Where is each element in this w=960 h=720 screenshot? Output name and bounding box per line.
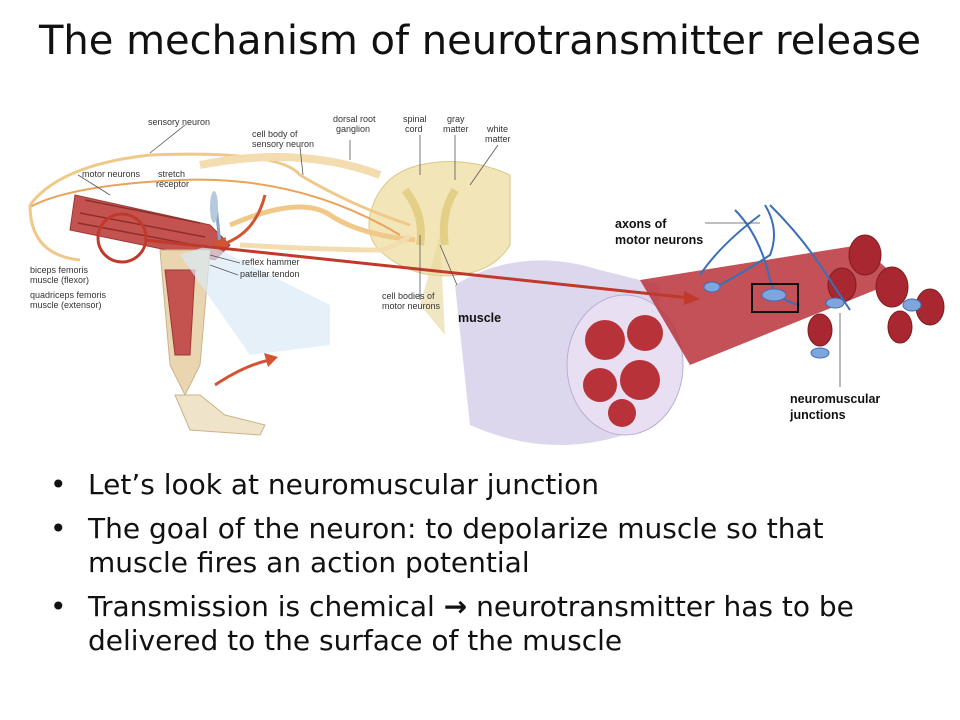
slide-title: The mechanism of neurotransmitter releas…	[38, 18, 922, 64]
bullet-item-1: Let’s look at neuromuscular junction	[46, 468, 926, 502]
reflex-hammer-icon	[210, 191, 222, 246]
motor-axons	[699, 204, 851, 311]
bullet-text-3a: Transmission is chemical	[88, 590, 444, 623]
label-nmj: neuromuscular	[790, 392, 880, 406]
label-cell-bodies-motor-2: motor neurons	[382, 301, 441, 311]
bullet-item-2: The goal of the neuron: to depolarize mu…	[46, 512, 926, 580]
right-arrow-icon: →	[443, 590, 468, 623]
bullet-item-3: Transmission is chemical → neurotransmit…	[46, 590, 926, 658]
bullet-text-2: The goal of the neuron: to depolarize mu…	[88, 512, 824, 579]
motion-arrows	[214, 194, 271, 387]
nerve-fibers	[28, 152, 416, 262]
label-muscle: muscle	[458, 311, 501, 325]
label-white-matter-2: matter	[485, 134, 511, 144]
label-reflex-hammer: reflex hammer	[242, 257, 300, 267]
reflex-arc-figure: sensory neuron cell body of sensory neur…	[0, 95, 960, 465]
spinal-cord-section	[368, 161, 511, 335]
label-quadriceps-femoris: quadriceps femoris	[30, 290, 107, 300]
label-cell-body-2: sensory neuron	[252, 139, 314, 149]
label-sensory-neuron: sensory neuron	[148, 117, 210, 127]
label-cell-bodies-motor: cell bodies of	[382, 291, 435, 301]
label-dorsal-root-2: ganglion	[336, 124, 370, 134]
label-biceps-femoris-2: muscle (flexor)	[30, 275, 89, 285]
label-patellar-tendon: patellar tendon	[240, 269, 300, 279]
leg-illustration	[69, 194, 330, 436]
label-white-matter: white	[486, 124, 508, 134]
connector-arrowhead	[684, 291, 700, 305]
label-gray-matter: gray	[447, 114, 465, 124]
label-spinal-cord: spinal	[403, 114, 427, 124]
muscle-bundle	[455, 234, 945, 445]
motion-arrowhead-2	[264, 353, 278, 367]
label-axons-motor-2: motor neurons	[615, 233, 703, 247]
label-stretch-receptor-2: receptor	[156, 179, 189, 189]
nmj-blobs	[703, 281, 922, 359]
label-quadriceps-femoris-2: muscle (extensor)	[30, 300, 102, 310]
label-gray-matter-2: matter	[443, 124, 469, 134]
bullet-text-1: Let’s look at neuromuscular junction	[88, 468, 600, 501]
label-nmj-2: junctions	[789, 408, 846, 422]
label-stretch-receptor: stretch	[158, 169, 185, 179]
leader-lines	[77, 124, 841, 387]
bullet-text-3b: neurotransmitter has to be delivered to …	[88, 590, 854, 657]
figure-svg: sensory neuron cell body of sensory neur…	[28, 114, 945, 445]
label-dorsal-root: dorsal root	[333, 114, 376, 124]
bullet-list: Let’s look at neuromuscular junction The…	[46, 468, 926, 668]
connector-line	[144, 238, 691, 300]
label-axons-motor: axons of	[615, 217, 667, 231]
label-biceps-femoris: biceps femoris	[30, 265, 89, 275]
label-cell-body: cell body of	[252, 129, 298, 139]
label-motor-neurons: motor neurons	[82, 169, 141, 179]
nmj-box	[751, 283, 799, 313]
stretch-receptor-highlight	[96, 212, 148, 264]
label-spinal-cord-2: cord	[405, 124, 423, 134]
